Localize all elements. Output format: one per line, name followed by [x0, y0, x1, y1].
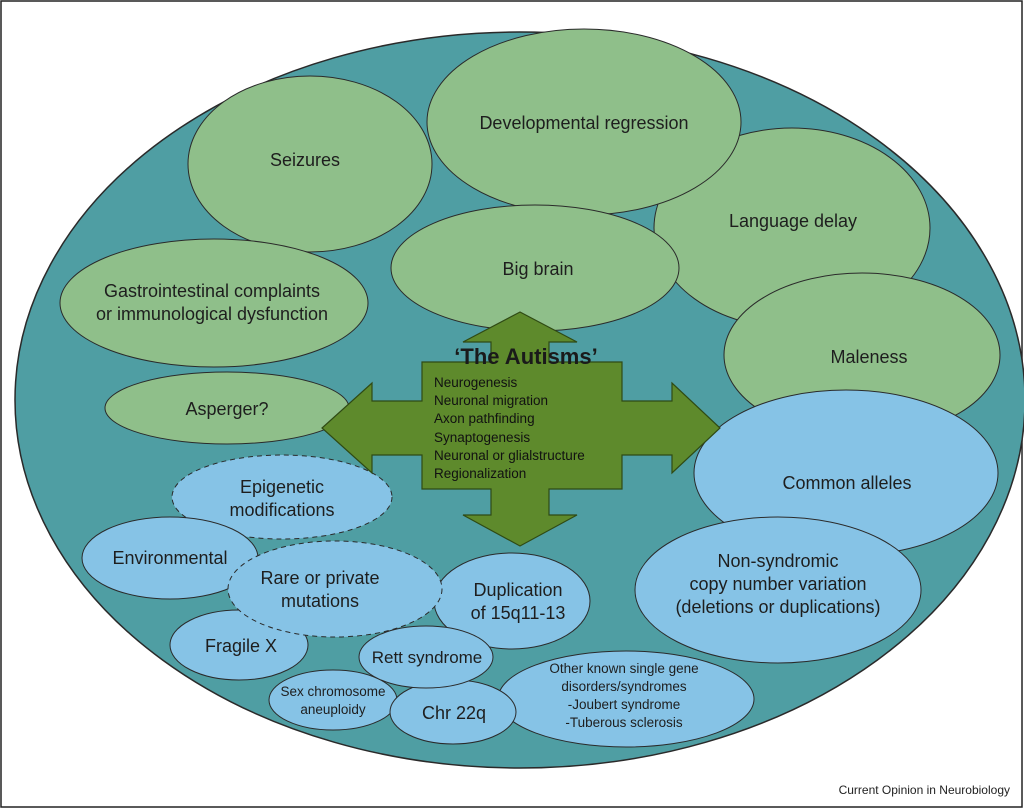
rare-mutations-ellipse	[227, 540, 443, 638]
center-item-synaptogenesis: Synaptogenesis	[434, 430, 530, 445]
label-maleness: Maleness	[830, 347, 907, 367]
label-duplication-line1: Duplication	[473, 580, 562, 600]
central-cross-arrow	[321, 311, 721, 547]
label-big-brain: Big brain	[502, 259, 573, 279]
label-cnv-line3: (deletions or duplications)	[675, 597, 880, 617]
label-other-line3: -Joubert syndrome	[568, 697, 681, 712]
phenotype-group	[59, 28, 1001, 445]
center-mechanisms-list: Neurogenesis Neuronal migration Axon pat…	[434, 375, 585, 481]
label-epigenetic-line2: modifications	[229, 500, 334, 520]
label-other-line1: Other known single gene	[549, 661, 698, 676]
cnv-ellipse	[634, 516, 922, 664]
genetic-group	[81, 389, 999, 748]
center-item-neuronal-glial-structure: Neuronal or glialstructure	[434, 448, 585, 463]
label-fragile-x: Fragile X	[205, 636, 277, 656]
label-other-line4: -Tuberous sclerosis	[565, 715, 683, 730]
label-rett: Rett syndrome	[372, 648, 483, 667]
label-environmental: Environmental	[112, 548, 227, 568]
center-item-axon-pathfinding: Axon pathfinding	[434, 411, 535, 426]
label-gi-line2: or immunological dysfunction	[96, 304, 328, 324]
center-item-neuronal-migration: Neuronal migration	[434, 393, 548, 408]
label-chr22q: Chr 22q	[422, 703, 486, 723]
label-gi-line1: Gastrointestinal complaints	[104, 281, 320, 301]
label-sex-chromosome-line1: Sex chromosome	[280, 684, 385, 699]
seizures-ellipse	[187, 75, 433, 253]
label-rare-line1: Rare or private	[260, 568, 379, 588]
label-common-alleles: Common alleles	[782, 473, 911, 493]
label-cnv-line1: Non-syndromic	[717, 551, 838, 571]
label-seizures: Seizures	[270, 150, 340, 170]
gastrointestinal-ellipse	[59, 238, 369, 368]
label-asperger: Asperger?	[185, 399, 268, 419]
center-item-regionalization: Regionalization	[434, 466, 526, 481]
label-duplication-line2: of 15q11-13	[471, 603, 566, 623]
epigenetic-ellipse	[171, 454, 393, 540]
label-rare-line2: mutations	[281, 591, 359, 611]
source-credit: Current Opinion in Neurobiology	[839, 783, 1010, 797]
label-epigenetic-line1: Epigenetic	[240, 477, 324, 497]
label-other-line2: disorders/syndromes	[561, 679, 687, 694]
label-developmental-regression: Developmental regression	[479, 113, 688, 133]
center-item-neurogenesis: Neurogenesis	[434, 375, 518, 390]
label-cnv-line2: copy number variation	[689, 574, 866, 594]
rett-ellipse	[358, 625, 494, 689]
label-sex-chromosome-line2: aneuploidy	[300, 702, 366, 717]
label-language-delay: Language delay	[729, 211, 857, 231]
diagram-title: ‘The Autisms’	[454, 344, 597, 369]
